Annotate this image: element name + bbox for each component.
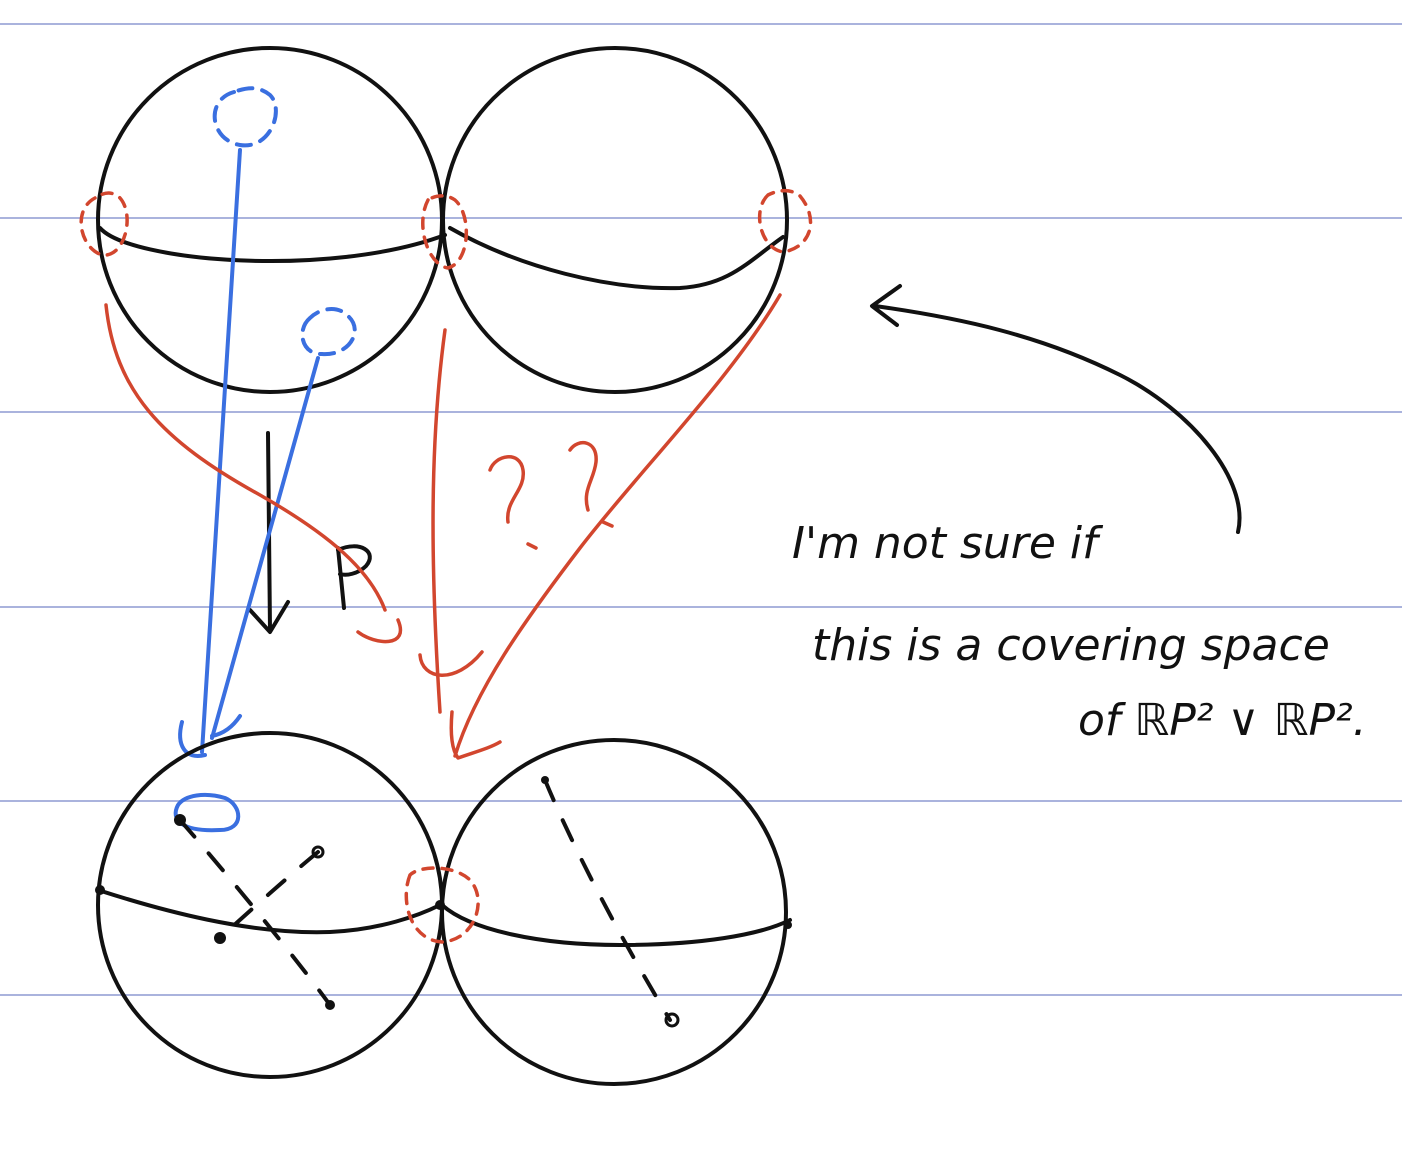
- note-line-1: I'm not sure if: [792, 518, 1104, 569]
- map-label-p: P: [336, 544, 372, 610]
- handwritten-note: I'm not sure if this is a covering space…: [792, 518, 1367, 746]
- blue-map-arrows: [178, 148, 320, 758]
- antipodal-identification-lines: [178, 778, 672, 1022]
- ruled-lines: [0, 23, 1402, 996]
- question-marks: ??: [488, 440, 614, 550]
- red-neighborhood-right-pole: [757, 188, 813, 254]
- blue-neighborhood-upper: [212, 86, 278, 148]
- red-neighborhood-left-pole: [79, 191, 129, 257]
- note-line-2: this is a covering space: [812, 620, 1330, 671]
- red-neighborhood-base-wedge: [404, 866, 480, 944]
- marked-points: [95, 776, 792, 1028]
- top-right-sphere: [441, 46, 789, 394]
- red-map-arrows: [104, 293, 782, 760]
- bottom-right-sphere: [440, 738, 792, 1086]
- bottom-left-sphere: [96, 731, 444, 1079]
- blue-neighborhood-lower: [300, 307, 357, 357]
- red-neighborhood-wedge-point: [421, 194, 468, 270]
- note-line-3: of ℝP² ∨ ℝP².: [1078, 695, 1367, 746]
- annotation-arrow: [870, 284, 1242, 534]
